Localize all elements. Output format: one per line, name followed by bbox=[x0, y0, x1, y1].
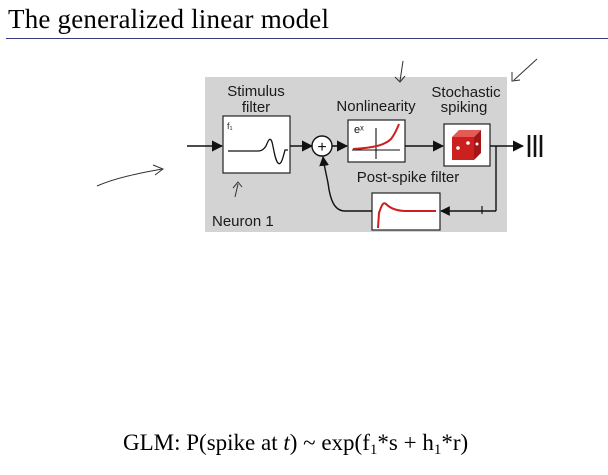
formula-mid-2: *s + h bbox=[377, 430, 434, 455]
formula-sub-1: 1 bbox=[369, 442, 378, 458]
formula-mid: ) ~ exp(f bbox=[289, 430, 370, 455]
stimulus-filter-label-2: filter bbox=[242, 99, 270, 116]
stimulus-filter-curve bbox=[228, 138, 288, 165]
annotation-marks bbox=[96, 58, 538, 198]
post-spike-filter-curve bbox=[377, 202, 436, 229]
slide-title: The generalized linear model bbox=[8, 4, 330, 34]
nonlinearity-label: Nonlinearity bbox=[336, 98, 416, 115]
stimulus-filter-box bbox=[222, 115, 291, 174]
formula-t: t bbox=[283, 430, 290, 455]
sum-symbol: + bbox=[317, 139, 326, 156]
spike-train-icon bbox=[527, 135, 543, 157]
post-spike-filter-label: Post-spike filter bbox=[357, 169, 460, 186]
stimulus-filter-label: Stimulus bbox=[227, 83, 285, 100]
neuron-label: Neuron 1 bbox=[212, 213, 274, 230]
nonlinearity-formula: eˣ bbox=[354, 124, 364, 136]
title-divider bbox=[6, 38, 608, 39]
exponential-curve bbox=[352, 123, 400, 150]
formula-sub-2: 1 bbox=[433, 442, 442, 458]
glm-formula: GLM: P(spike at t) ~ exp(f1*s + h1*r) bbox=[123, 430, 469, 458]
feedback-to-sum-arrow bbox=[319, 156, 372, 212]
stochastic-label-2: spiking bbox=[441, 99, 488, 116]
stochastic-label: Stochastic bbox=[431, 84, 501, 101]
formula-end: *r) bbox=[441, 430, 469, 455]
dice-icon bbox=[452, 130, 481, 160]
formula-prefix: GLM: P(spike at bbox=[123, 430, 284, 455]
filter-sub-label: f₁ bbox=[227, 121, 233, 131]
